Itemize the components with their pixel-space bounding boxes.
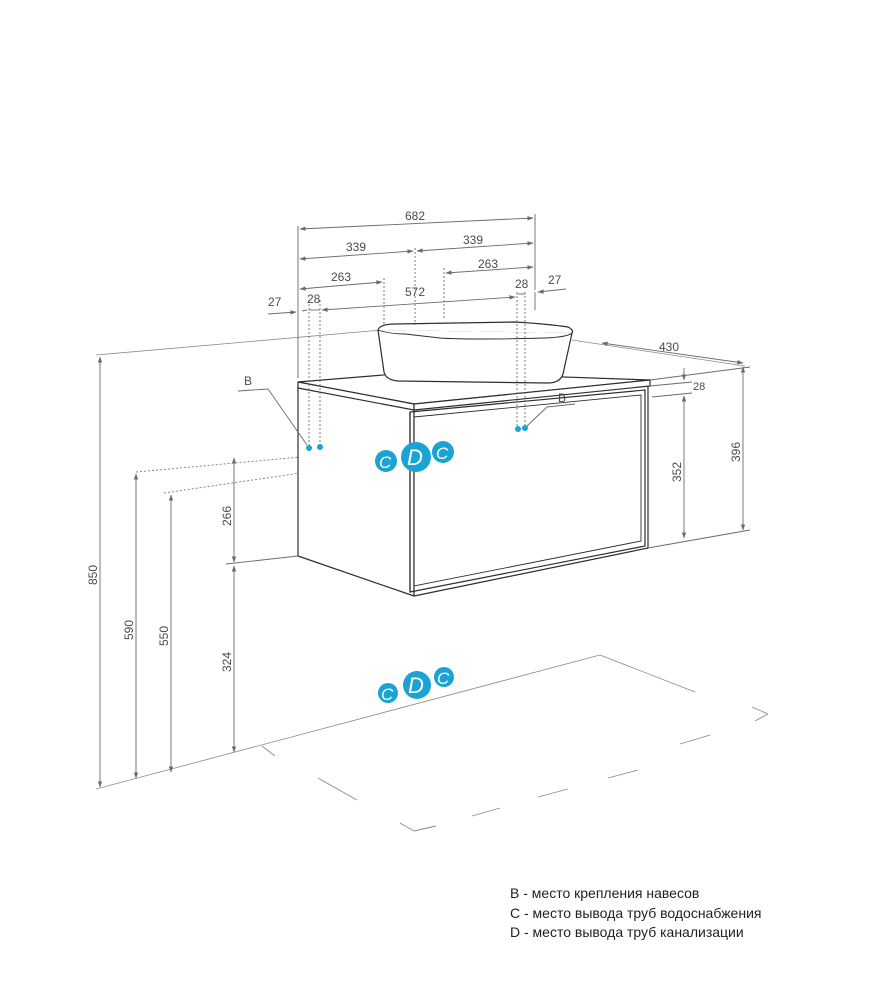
dim-266: 266 bbox=[220, 506, 234, 526]
marker-c-floor-left-label: C bbox=[381, 685, 394, 704]
dim-682: 682 bbox=[405, 209, 425, 223]
dim-339-right: 339 bbox=[463, 233, 483, 247]
mount-points bbox=[306, 425, 528, 451]
dim-263-right: 263 bbox=[478, 257, 498, 271]
mount-point-b-left-2 bbox=[317, 444, 323, 450]
drawer-front bbox=[409, 389, 646, 593]
dim-352: 352 bbox=[670, 462, 684, 482]
cabinet-body bbox=[297, 383, 649, 597]
legend-line-d: D - место вывода труб канализации bbox=[510, 924, 744, 940]
dim-27-right: 27 bbox=[548, 273, 562, 287]
marker-c-wall-left bbox=[375, 450, 397, 472]
dim-572: 572 bbox=[405, 285, 425, 299]
marker-c-floor-right-label: C bbox=[437, 669, 450, 688]
mount-point-b-left-1 bbox=[306, 445, 312, 451]
marker-d-floor bbox=[403, 671, 431, 699]
marker-c-wall-right bbox=[432, 441, 454, 463]
marker-d-wall bbox=[401, 442, 431, 472]
countertop bbox=[297, 371, 651, 411]
marker-c-wall-right-label: C bbox=[436, 444, 449, 463]
dim-27-left: 27 bbox=[268, 295, 282, 309]
wall-outlets: C D C bbox=[375, 441, 454, 472]
marker-c-floor-right bbox=[434, 667, 454, 687]
dim-28-left: 28 bbox=[307, 292, 321, 306]
legend-line-b: B - место крепления навесов bbox=[510, 885, 700, 901]
mount-point-b-right-2 bbox=[522, 425, 528, 431]
dim-28-right: 28 bbox=[515, 277, 529, 291]
dim-339-left: 339 bbox=[346, 240, 366, 254]
dim-324: 324 bbox=[220, 652, 234, 672]
marker-c-floor-left bbox=[378, 683, 398, 703]
marker-d-floor-label: D bbox=[408, 673, 424, 698]
marker-d-wall-label: D bbox=[407, 445, 423, 470]
floor-outline bbox=[317, 706, 769, 832]
mount-point-b-right-1 bbox=[515, 426, 521, 432]
dim-28-top: 28 bbox=[693, 381, 705, 393]
dim-850: 850 bbox=[86, 565, 100, 585]
dim-590: 590 bbox=[122, 620, 136, 640]
marker-b-left-label: B bbox=[244, 374, 252, 388]
dimension-labels: 682 339 339 263 263 27 28 572 28 27 430 … bbox=[86, 209, 743, 672]
dim-396: 396 bbox=[729, 442, 743, 462]
floor-outlets: C D C bbox=[378, 667, 454, 704]
dim-550: 550 bbox=[157, 626, 171, 646]
dim-263-left: 263 bbox=[331, 270, 351, 284]
marker-c-wall-left-label: C bbox=[379, 453, 392, 472]
dimension-lines bbox=[97, 214, 751, 788]
legend-line-c: C - место вывода труб водоснабжения bbox=[510, 905, 762, 921]
vessel-basin bbox=[377, 321, 574, 384]
dim-430: 430 bbox=[659, 340, 679, 354]
marker-b-right-label: B bbox=[558, 391, 566, 405]
